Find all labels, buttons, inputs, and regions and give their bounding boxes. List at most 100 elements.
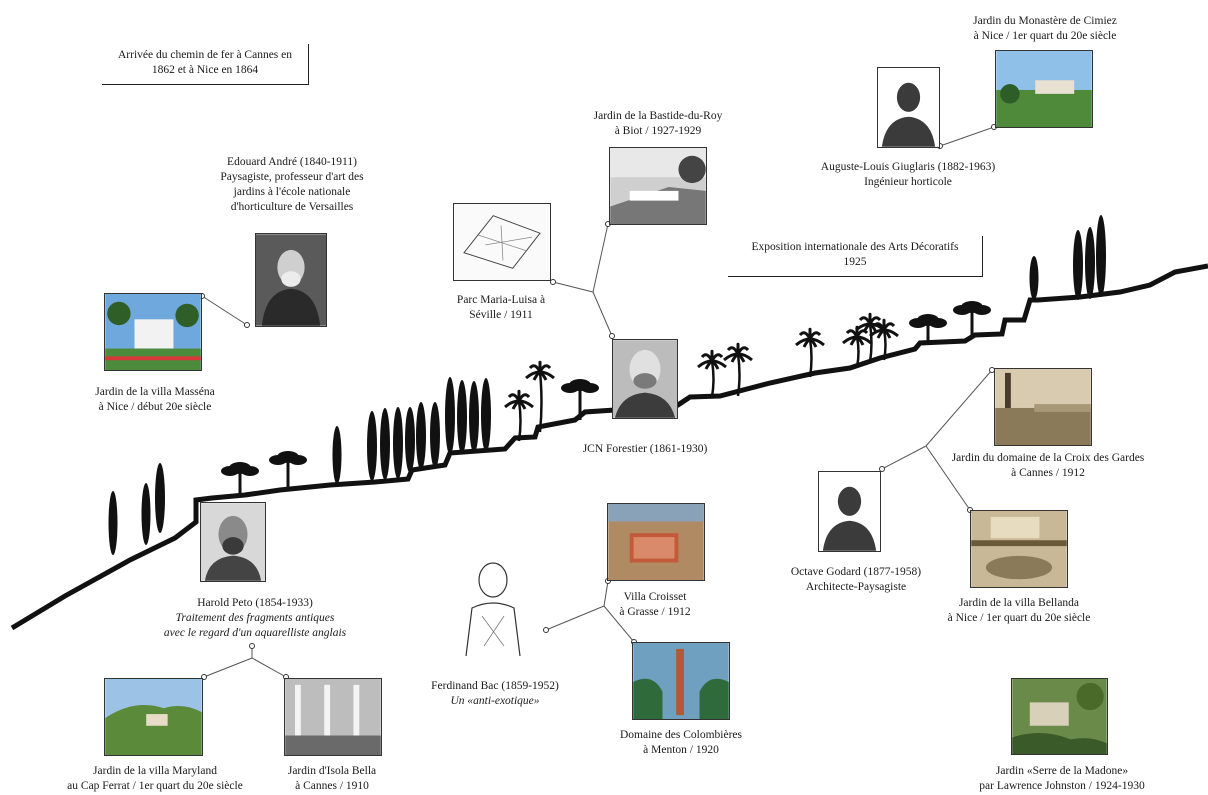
label-croix-gardes: Jardin du domaine de la Croix des Gardes…	[952, 451, 1145, 481]
event-exposition: Exposition internationale des Arts Décor…	[728, 236, 983, 277]
photo-villa-massena	[104, 293, 202, 371]
connector-bac-croisset	[603, 580, 609, 607]
label-isola: Jardin d'Isola Bella à Cannes / 1910	[288, 764, 376, 794]
cypress-tree-icon	[1073, 230, 1083, 300]
label-forestier-name: JCN Forestier (1861-1930)	[582, 443, 708, 455]
label-maria-luisa-place: Séville / 1911	[469, 309, 533, 321]
label-andre-role1: Paysagiste, professeur d'art des	[220, 171, 364, 183]
connector-forestier-stem	[592, 291, 613, 337]
cypress-tree-icon	[108, 491, 118, 555]
label-colombieres: Domaine des Colombières à Menton / 1920	[620, 728, 742, 758]
cypress-tree-icon	[1085, 227, 1095, 299]
label-andre-role3: d'horticulture de Versailles	[230, 201, 354, 213]
label-isola-place: à Cannes / 1910	[295, 780, 369, 792]
label-peto-desc1: Traitement des fragments antiques	[175, 612, 335, 624]
cypress-tree-icon	[445, 377, 455, 455]
connector-lines	[201, 126, 995, 678]
connector-bac-colombieres	[603, 605, 635, 643]
portrait-peto	[200, 502, 266, 582]
label-godard-role: Architecte-Paysagiste	[805, 581, 907, 593]
palm-tree-icon	[869, 318, 899, 361]
label-croix-gardes-place: à Cannes / 1912	[1011, 467, 1085, 479]
event-railway-line2: 1862 et à Nice en 1864	[151, 64, 259, 76]
label-bellanda: Jardin de la villa Bellanda à Nice / 1er…	[948, 596, 1091, 626]
label-peto-desc2: avec le regard d'un aquarelliste anglais	[163, 627, 347, 639]
label-croisset-place: à Grasse / 1912	[619, 606, 691, 618]
connector-godard-stem	[881, 445, 927, 470]
connector-godard-croix	[925, 369, 993, 447]
label-giuglaris-role: Ingénieur horticole	[864, 176, 952, 188]
label-madone-place: par Lawrence Johnston / 1924-1930	[979, 780, 1145, 792]
portrait-andre	[255, 233, 327, 327]
label-massena-place: à Nice / début 20e siècle	[98, 401, 212, 413]
label-colombieres-name: Domaine des Colombières	[619, 729, 743, 741]
pine-tree-icon	[561, 379, 599, 420]
cypress-tree-icon	[393, 407, 403, 479]
cypress-tree-icon	[469, 381, 479, 453]
label-madone: Jardin «Serre de la Madone» par Lawrence…	[979, 764, 1144, 794]
portrait-godard	[818, 471, 881, 552]
event-railway-line1: Arrivée du chemin de fer à Cannes en	[117, 49, 293, 61]
label-isola-name: Jardin d'Isola Bella	[287, 765, 377, 777]
label-bellanda-place: à Nice / 1er quart du 20e siècle	[947, 612, 1091, 624]
cypress-tree-icon	[416, 402, 426, 470]
vegetation-silhouettes	[108, 215, 1106, 555]
cypress-tree-icon	[367, 411, 377, 481]
cypress-tree-icon	[332, 426, 342, 484]
label-peto-name: Harold Peto (1854-1933)	[197, 597, 313, 609]
label-godard: Octave Godard (1877-1958) Architecte-Pay…	[791, 565, 921, 595]
label-maryland-place: au Cap Ferrat / 1er quart du 20e siècle	[67, 780, 243, 792]
label-colombieres-place: à Menton / 1920	[643, 744, 719, 756]
portrait-bac	[446, 556, 540, 656]
cypress-tree-icon	[1029, 256, 1039, 300]
portrait-forestier	[612, 339, 678, 419]
cypress-tree-icon	[380, 408, 390, 480]
label-cimiez: Jardin du Monastère de Cimiez à Nice / 1…	[973, 14, 1117, 44]
label-peto: Harold Peto (1854-1933) Traitement des f…	[164, 596, 346, 641]
connector-peto-isola	[251, 657, 287, 678]
plan-maria-luisa	[453, 203, 551, 281]
palm-tree-icon	[795, 327, 825, 378]
palm-tree-icon	[697, 349, 727, 398]
portrait-giuglaris	[877, 67, 940, 148]
pine-tree-icon	[953, 301, 991, 336]
event-railway: Arrivée du chemin de fer à Cannes en 186…	[102, 44, 309, 85]
palm-tree-icon	[504, 389, 534, 442]
pine-tree-icon	[269, 451, 307, 490]
photo-bastide-du-roy	[609, 147, 707, 225]
label-maryland: Jardin de la villa Maryland au Cap Ferra…	[67, 764, 243, 794]
palm-tree-icon	[723, 342, 753, 397]
label-massena: Jardin de la villa Masséna à Nice / débu…	[95, 385, 214, 415]
label-maria-luisa-name: Parc Maria-Luisa à	[456, 294, 546, 306]
connector-godard-bellanda	[925, 445, 971, 511]
event-exposition-line1: Exposition internationale des Arts Décor…	[751, 241, 959, 253]
connector-bac-stem	[545, 605, 605, 631]
label-bac: Ferdinand Bac (1859-1952) Un «anti-exoti…	[431, 679, 559, 709]
cypress-tree-icon	[457, 380, 467, 454]
pine-tree-icon	[221, 462, 259, 495]
pine-tree-icon	[909, 314, 947, 343]
connector-andre-massena	[201, 295, 248, 326]
cypress-tree-icon	[141, 483, 151, 545]
label-bellanda-name: Jardin de la villa Bellanda	[958, 597, 1080, 609]
label-andre-name: Edouard André (1840-1911)	[227, 156, 357, 168]
cypress-tree-icon	[405, 407, 415, 473]
connector-forestier-maria	[552, 281, 594, 293]
label-maria-luisa: Parc Maria-Luisa à Séville / 1911	[457, 293, 545, 323]
label-bastide-place: à Biot / 1927-1929	[614, 125, 702, 137]
label-cimiez-place: à Nice / 1er quart du 20e siècle	[973, 30, 1117, 42]
label-forestier: JCN Forestier (1861-1930)	[583, 442, 708, 457]
palm-tree-icon	[855, 312, 885, 363]
label-croisset: Villa Croisset à Grasse / 1912	[619, 590, 690, 620]
connector-forestier-bastide	[592, 223, 609, 293]
photo-isola-bella	[284, 678, 382, 756]
label-croix-gardes-name: Jardin du domaine de la Croix des Gardes	[951, 452, 1145, 464]
cypress-tree-icon	[155, 463, 165, 533]
photo-cimiez	[995, 50, 1093, 128]
photo-colombieres	[632, 642, 730, 720]
label-maryland-name: Jardin de la villa Maryland	[93, 765, 217, 777]
label-bac-desc: Un «anti-exotique»	[450, 695, 540, 707]
label-bac-name: Ferdinand Bac (1859-1952)	[431, 680, 559, 692]
